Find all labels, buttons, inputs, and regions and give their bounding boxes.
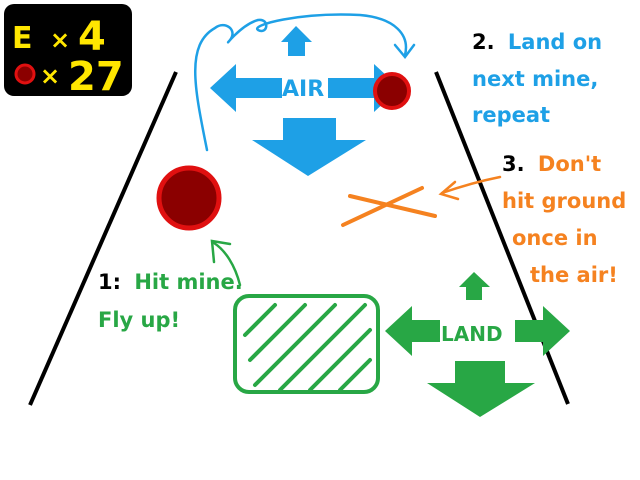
hit-mine-pointer-arrowhead bbox=[210, 239, 232, 264]
hud-mines-count: 27 bbox=[68, 54, 124, 100]
step3-line1: Don't bbox=[538, 152, 601, 176]
step2-caption: 2. Land on next mine, repeat bbox=[472, 30, 602, 127]
ground-cross-icon bbox=[341, 186, 437, 227]
air-down-arrow-icon bbox=[252, 118, 366, 176]
step1-line1: Hit mine. bbox=[134, 270, 242, 294]
hud-lives-letter: E bbox=[12, 21, 33, 56]
hud-panel: E × 4 × 27 bbox=[4, 4, 132, 100]
hit-mine-pointer-arrow bbox=[212, 241, 242, 287]
hud-mine-icon bbox=[14, 63, 36, 85]
next-mine-icon bbox=[373, 72, 411, 110]
step1-number: 1: bbox=[98, 270, 121, 294]
air-left-arrow-icon bbox=[210, 64, 282, 112]
land-right-arrow-icon bbox=[515, 306, 570, 356]
hud-lives-count: 4 bbox=[78, 14, 106, 60]
warning-pointer-arrow bbox=[440, 175, 502, 195]
land-label: LAND bbox=[441, 322, 503, 346]
svg-text:2. Land on: 2. Land on bbox=[472, 30, 602, 54]
warning-pointer-arrowhead bbox=[438, 180, 460, 201]
step1-caption: 1: Hit mine. Fly up! bbox=[98, 270, 243, 332]
step2-line2: next mine, bbox=[472, 67, 598, 91]
mine-icon bbox=[156, 165, 222, 231]
hud-background bbox=[4, 4, 132, 96]
step2-line3: repeat bbox=[472, 103, 550, 127]
step2-number: 2. bbox=[472, 30, 495, 54]
step3-line2: hit ground bbox=[502, 189, 626, 213]
step2-line1: Land on bbox=[508, 30, 602, 54]
step3-line4: the air! bbox=[530, 263, 618, 287]
land-left-arrow-icon bbox=[385, 306, 440, 356]
step3-line3: once in bbox=[512, 226, 598, 250]
track-left-edge bbox=[28, 71, 178, 406]
flight-path-arrow bbox=[194, 13, 408, 152]
air-label: AIR bbox=[282, 77, 324, 102]
svg-text:3. Don't: 3. Don't bbox=[502, 152, 601, 176]
land-down-arrow-icon bbox=[427, 361, 535, 417]
air-up-arrow-icon bbox=[281, 26, 312, 56]
land-direction-arrows bbox=[385, 272, 570, 417]
step1-line2: Fly up! bbox=[98, 308, 180, 332]
land-up-arrow-icon bbox=[459, 272, 490, 300]
step3-caption: 3. Don't hit ground once in the air! bbox=[502, 152, 626, 287]
hud-lives-times: × bbox=[50, 26, 70, 54]
flight-path-arrowhead bbox=[393, 43, 416, 60]
svg-text:1: Hit mine.: 1: Hit mine. bbox=[98, 270, 243, 294]
hud-mines-times: × bbox=[40, 62, 60, 90]
step3-number: 3. bbox=[502, 152, 525, 176]
land-platform-icon bbox=[233, 294, 380, 394]
